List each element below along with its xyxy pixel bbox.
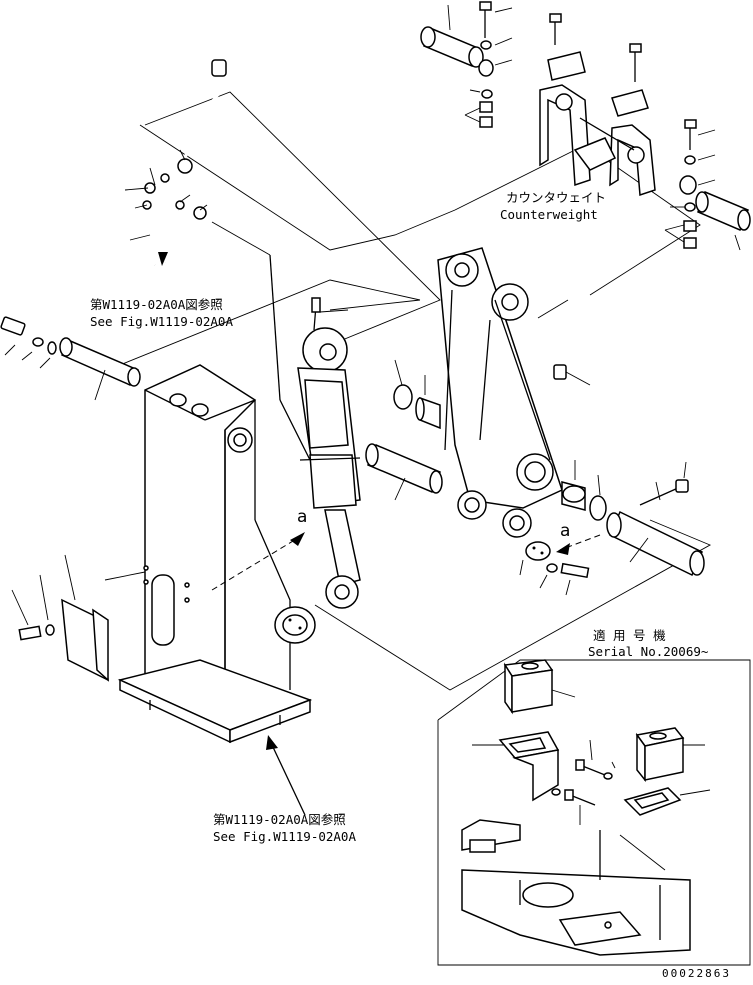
cover-plate xyxy=(11,554,146,682)
assembly-outline-top xyxy=(144,91,441,346)
serial-inset xyxy=(437,659,751,966)
serial-label-en: Serial No.20069~ xyxy=(588,644,709,659)
leader-lines-upper-left xyxy=(124,149,208,241)
counterweight-label-jp: カウンタウェイト xyxy=(506,190,607,205)
view-a-left-label: a xyxy=(297,507,308,527)
reference-top-en: See Fig.W1119-02A0A xyxy=(90,314,233,329)
grease-fitting xyxy=(553,364,591,386)
hose-pipe xyxy=(177,59,227,174)
pin-center xyxy=(365,443,443,501)
bushing-set-right xyxy=(561,460,607,521)
view-a-right-label: a xyxy=(560,521,571,541)
reference-arrows xyxy=(266,299,421,816)
reference-bottom-en: See Fig.W1119-02A0A xyxy=(213,829,356,844)
counterweight-label-en: Counterweight xyxy=(500,207,598,222)
pin-right xyxy=(606,461,705,577)
assembly-outline-left xyxy=(119,279,421,366)
counterweight-bracket xyxy=(420,1,751,251)
serial-label-jp: 適 用 号 機 xyxy=(593,628,666,643)
bushing-set-left xyxy=(393,359,441,430)
drawing-number: 00022863 xyxy=(662,967,731,980)
reference-bottom-jp: 第W1119-02A0A図参照 xyxy=(213,812,346,827)
assembly-outline-lower xyxy=(314,519,712,691)
round-plate xyxy=(274,606,316,644)
view-a-right-indicator xyxy=(556,534,601,555)
pin-assembly-left xyxy=(0,316,141,401)
view-a-left-indicator xyxy=(211,532,305,591)
bottom-fasteners xyxy=(519,541,590,596)
reference-top-jp: 第W1119-02A0A図参照 xyxy=(90,297,223,312)
boom-column xyxy=(117,364,313,744)
hydraulic-cylinder xyxy=(297,297,361,609)
link-bar xyxy=(437,247,569,538)
assembly-outline-center xyxy=(139,124,456,251)
